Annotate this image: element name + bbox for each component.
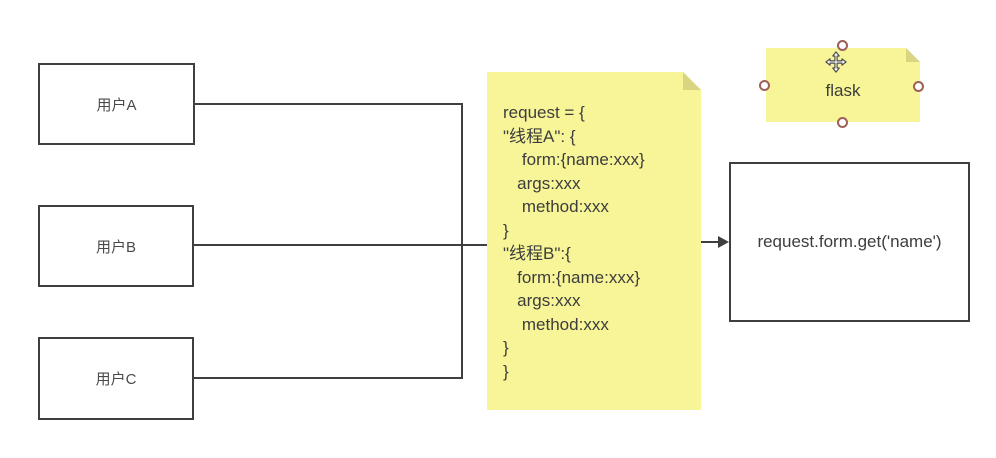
resize-handle-right[interactable] — [913, 81, 924, 92]
connector-user-c[interactable] — [194, 377, 462, 379]
request-sticky-note[interactable]: request = { "线程A": { form:{name:xxx} arg… — [487, 72, 701, 410]
connector-user-a[interactable] — [195, 103, 462, 105]
resize-handle-bottom[interactable] — [837, 117, 848, 128]
resize-handle-top[interactable] — [837, 40, 848, 51]
code-line: args:xxx — [503, 173, 581, 193]
code-line: "线程A": { — [503, 126, 576, 146]
user-c-box[interactable]: 用户C — [38, 337, 194, 420]
arrow-to-result[interactable] — [701, 241, 721, 243]
code-line: request = { — [503, 103, 585, 122]
move-icon[interactable] — [825, 51, 847, 73]
code-line: form:{name:xxx} — [503, 150, 645, 169]
code-line: args:xxx — [503, 291, 581, 310]
connector-junction-vertical[interactable] — [461, 103, 463, 379]
note-folded-corner-icon — [906, 48, 920, 62]
user-b-box[interactable]: 用户B — [38, 205, 194, 287]
code-line: } — [503, 220, 509, 240]
code-line: } — [503, 361, 509, 381]
user-b-label: 用户B — [95, 238, 136, 256]
user-c-label: 用户C — [95, 371, 137, 388]
flask-label: flask — [825, 81, 861, 100]
code-line: } — [503, 338, 509, 357]
result-label: request.form.get('name') — [757, 232, 942, 251]
user-a-label: 用户A — [96, 96, 137, 114]
arrowhead-icon — [718, 236, 729, 248]
code-line: form:{name:xxx} — [503, 267, 640, 287]
result-box[interactable]: request.form.get('name') — [729, 162, 970, 322]
user-a-box[interactable]: 用户A — [38, 63, 195, 145]
code-line: method:xxx — [503, 314, 609, 334]
code-line: "线程B":{ — [503, 244, 571, 263]
resize-handle-left[interactable] — [759, 80, 770, 91]
note-folded-corner-icon — [683, 72, 701, 90]
code-line: method:xxx — [503, 197, 609, 216]
connector-user-b[interactable] — [194, 244, 488, 246]
